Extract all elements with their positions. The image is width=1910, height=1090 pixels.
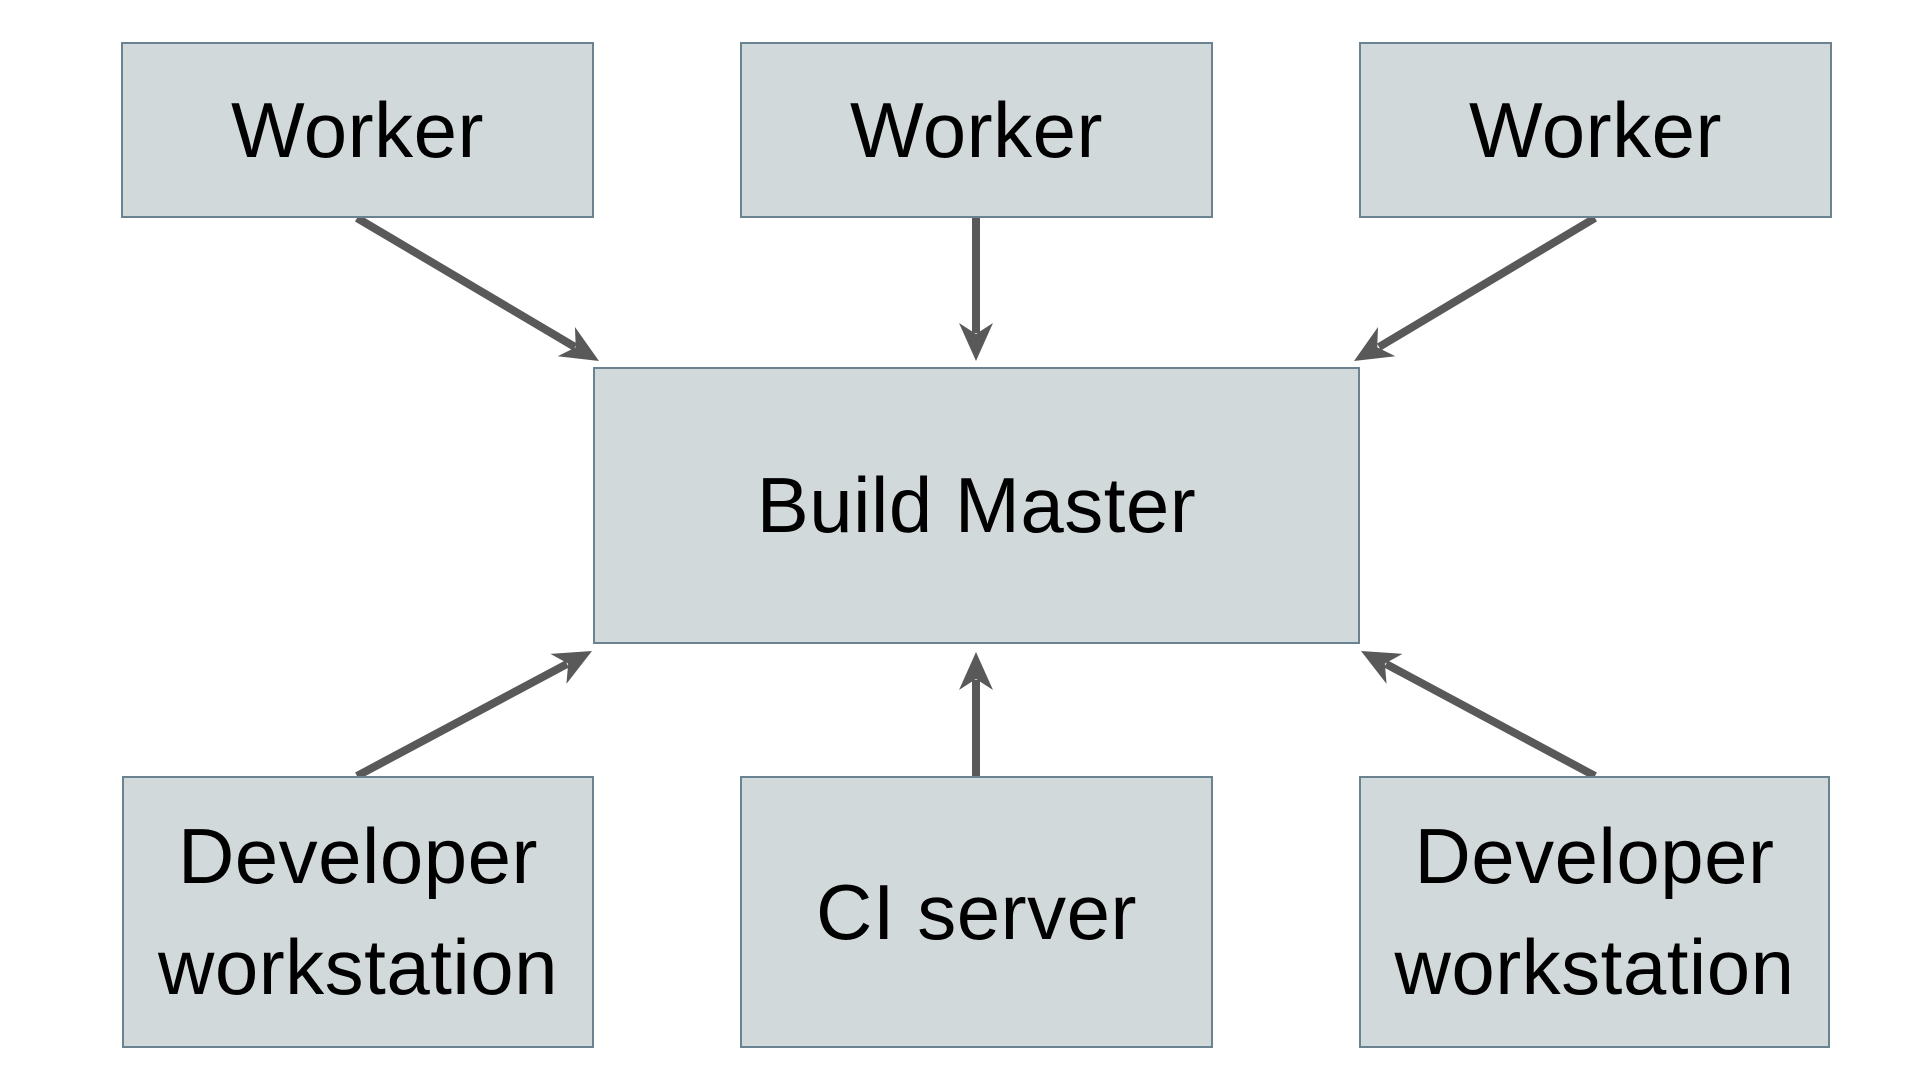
node-ci-server: CI server (740, 776, 1213, 1048)
arrow-worker1-to-build-master (354, 214, 599, 361)
node-developer-workstation-left-label: Developer workstation (158, 812, 558, 1011)
node-developer-workstation-left: Developer workstation (122, 776, 594, 1048)
node-worker-1: Worker (121, 42, 594, 218)
node-worker-2: Worker (740, 42, 1213, 218)
node-developer-workstation-right-label: Developer workstation (1394, 812, 1795, 1011)
node-ci-server-label: CI server (816, 867, 1137, 956)
arrow-worker3-to-build-master (1354, 214, 1598, 361)
node-developer-workstation-right: Developer workstation (1359, 776, 1830, 1048)
node-worker-2-label: Worker (850, 85, 1103, 174)
node-build-master-label: Build Master (756, 461, 1197, 550)
arrow-dev-left-to-build-master (355, 651, 592, 780)
node-worker-3-label: Worker (1469, 85, 1722, 174)
node-worker-3: Worker (1359, 42, 1832, 218)
node-worker-1-label: Worker (231, 85, 484, 174)
arrow-worker2-to-build-master (959, 218, 993, 361)
arrow-dev-right-to-build-master (1361, 651, 1597, 780)
arrow-ci-server-to-build-master (959, 652, 993, 776)
node-build-master: Build Master (593, 367, 1360, 644)
